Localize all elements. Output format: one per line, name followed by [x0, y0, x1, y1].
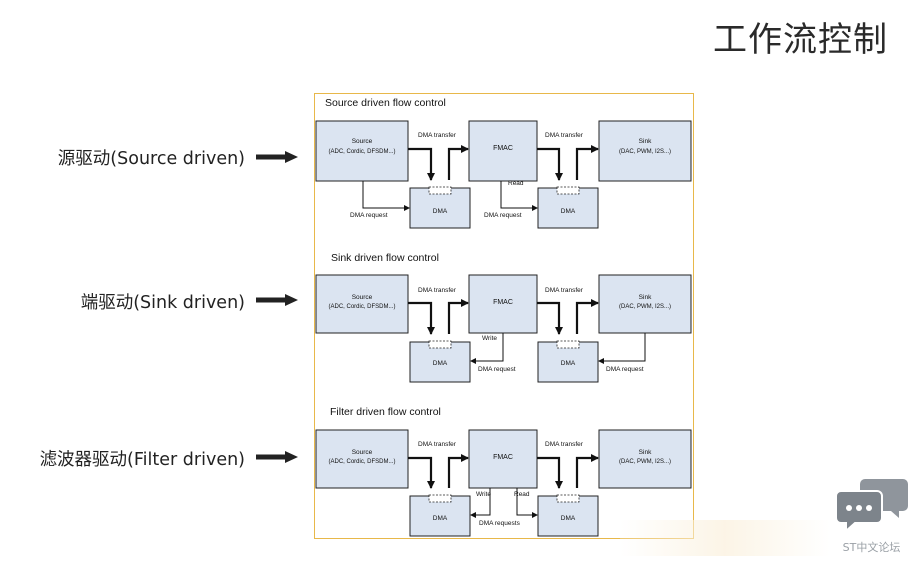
transfer-arrow-in-1 — [408, 456, 435, 489]
source-box — [315, 274, 409, 334]
source-box — [315, 120, 409, 182]
transfer-arrow-out-2 — [575, 145, 599, 180]
fmac-label: FMAC — [493, 454, 513, 461]
transfer-arrow-in-1 — [408, 147, 435, 181]
write-label: Write — [476, 491, 491, 498]
source-label: Source — [352, 294, 373, 301]
section-filter-driven: Source (ADC, Cordic, DFSDM...) FMAC Sink… — [315, 429, 692, 537]
right-arrow-icon — [256, 451, 298, 463]
source-sublabel: (ADC, Cordic, DFSDM...) — [328, 149, 395, 155]
request-label: DMA requests — [479, 520, 521, 527]
dma-label: DMA — [433, 208, 448, 215]
request-arrow-2 — [598, 333, 646, 364]
sink-box — [598, 120, 692, 182]
source-sublabel: (ADC, Cordic, DFSDM...) — [328, 304, 395, 310]
read-label: Read — [514, 491, 530, 498]
section-title-filter: Filter driven flow control — [330, 406, 441, 418]
row-label-filter-driven: 滤波器驱动(Filter driven) — [39, 450, 245, 470]
right-arrow-icon — [256, 151, 298, 163]
request-label-1: DMA request — [350, 212, 388, 219]
dma-channel-1 — [428, 186, 452, 195]
transfer-label-1: DMA transfer — [418, 287, 457, 294]
request-arrow-1 — [362, 181, 410, 211]
section-sink-driven: Source (ADC, Cordic, DFSDM...) FMAC Sink… — [315, 274, 692, 383]
request-arrow-1 — [470, 488, 491, 518]
transfer-label-1: DMA transfer — [418, 441, 457, 448]
transfer-label-2: DMA transfer — [545, 287, 584, 294]
section-source-driven: Source (ADC, Cordic, DFSDM...) FMAC Sink… — [315, 120, 692, 229]
fmac-label: FMAC — [493, 145, 513, 152]
request-label-1: DMA request — [478, 366, 516, 373]
dma-channel-2 — [556, 340, 580, 349]
source-label: Source — [352, 138, 373, 145]
watermark-text: ST中文论坛 — [842, 541, 901, 554]
page-title: 工作流控制 — [713, 20, 888, 60]
watermark: ST中文论坛 — [834, 477, 909, 555]
transfer-arrow-out-1 — [447, 454, 469, 488]
flow-control-diagram: Source (ADC, Cordic, DFSDM...) FMAC Sink… — [315, 120, 692, 537]
transfer-label-1: DMA transfer — [418, 132, 457, 139]
row-label-sink-driven: 端驱动(Sink driven) — [80, 293, 245, 313]
request-arrow-2 — [516, 488, 538, 518]
sink-label: Sink — [639, 138, 652, 145]
transfer-arrow-in-1 — [408, 301, 435, 335]
source-box — [315, 429, 409, 489]
sink-label: Sink — [639, 294, 652, 301]
read-label: Read — [508, 180, 524, 187]
request-label-2: DMA request — [606, 366, 644, 373]
sink-label: Sink — [639, 449, 652, 456]
sink-box — [598, 274, 692, 334]
section-title-sink: Sink driven flow control — [331, 252, 439, 264]
dma-channel-1 — [428, 340, 452, 349]
transfer-arrow-in-2 — [537, 147, 563, 181]
transfer-arrow-in-2 — [537, 301, 563, 335]
transfer-arrow-in-2 — [537, 456, 563, 489]
dma-box-1 — [409, 187, 471, 229]
chat-bubbles-icon — [834, 479, 908, 534]
dma-label: DMA — [561, 515, 576, 522]
request-label-2: DMA request — [484, 212, 522, 219]
transfer-arrow-out-2 — [575, 454, 599, 488]
dma-label: DMA — [433, 360, 448, 367]
dma-channel-1 — [428, 494, 452, 503]
dma-box-2 — [537, 495, 599, 537]
sink-box — [598, 429, 692, 489]
dma-box-2 — [537, 341, 599, 383]
fmac-box — [468, 274, 538, 334]
dma-label: DMA — [561, 360, 576, 367]
request-arrow-1 — [470, 333, 504, 364]
dma-channel-2 — [556, 494, 580, 503]
dma-label: DMA — [561, 208, 576, 215]
sink-sublabel: (DAC, PWM, I2S...) — [619, 149, 671, 155]
transfer-arrow-out-2 — [575, 299, 599, 334]
dma-box-2 — [537, 187, 599, 229]
source-label: Source — [352, 449, 373, 456]
dma-channel-2 — [556, 186, 580, 195]
fmac-label: FMAC — [493, 299, 513, 306]
row-label-source-driven: 源驱动(Source driven) — [57, 149, 245, 169]
sink-sublabel: (DAC, PWM, I2S...) — [619, 459, 671, 465]
diagram-frame — [314, 93, 694, 539]
sink-sublabel: (DAC, PWM, I2S...) — [619, 304, 671, 310]
transfer-label-2: DMA transfer — [545, 441, 584, 448]
right-arrow-icon — [256, 294, 298, 306]
faded-overlay — [620, 520, 830, 556]
source-sublabel: (ADC, Cordic, DFSDM...) — [328, 459, 395, 465]
write-label: Write — [482, 335, 497, 342]
transfer-label-2: DMA transfer — [545, 132, 584, 139]
request-arrow-2 — [500, 181, 538, 211]
transfer-arrow-out-1 — [447, 299, 469, 334]
fmac-box — [468, 120, 538, 182]
transfer-arrow-out-1 — [447, 145, 469, 180]
dma-label: DMA — [433, 515, 448, 522]
section-title-source: Source driven flow control — [325, 97, 446, 109]
